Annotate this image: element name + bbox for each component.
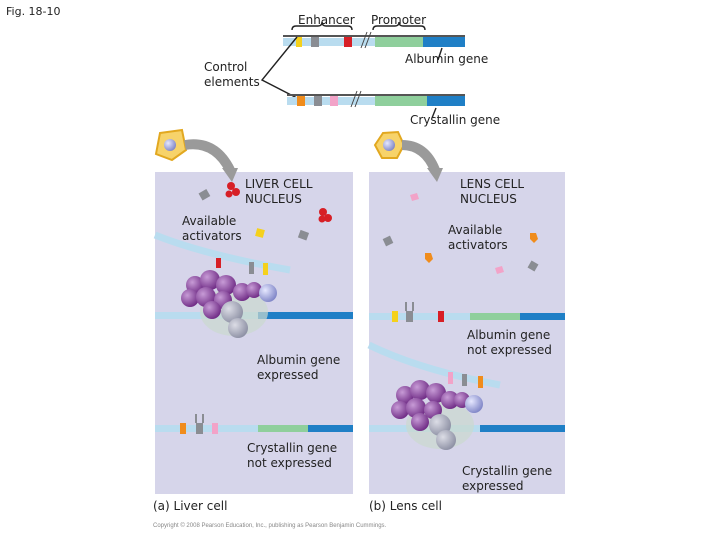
- liver-nucleus-panel: [155, 172, 353, 494]
- figure-label: Fig. 18-10: [6, 5, 61, 18]
- lens-arrow: [401, 140, 440, 173]
- lens-cell-icon: [373, 130, 406, 159]
- lens-activators-label: Available activators: [448, 223, 508, 252]
- albumin-gene-label: Albumin gene: [405, 52, 489, 66]
- copyright: Copyright © 2008 Pearson Education, Inc.…: [153, 523, 387, 529]
- liver-nucleus-label: LIVER CELL NUCLEUS: [245, 177, 313, 206]
- lens-crystallin-label: Crystallin gene expressed: [462, 464, 553, 493]
- liver-arrow: [184, 139, 235, 173]
- liver-cell-icon: [154, 128, 188, 162]
- lens-activators: [382, 193, 539, 274]
- crystallin-gene-label: Crystallin gene: [410, 113, 501, 127]
- lens-nucleus-label: LENS CELL NUCLEUS: [460, 177, 525, 206]
- liver-albumin-expressed: [153, 231, 353, 338]
- lens-nucleus-panel: [369, 172, 565, 494]
- liver-activators: [198, 182, 332, 241]
- crystallin-dna-top: [287, 90, 465, 119]
- control-elements-pointer: [260, 36, 298, 99]
- liver-albumin-label: Albumin gene expressed: [257, 353, 341, 382]
- liver-crystallin-label: Crystallin gene not expressed: [247, 441, 338, 470]
- promoter-label: Promoter: [371, 13, 427, 27]
- liver-activators-label: Available activators: [182, 214, 242, 243]
- lens-caption: (b) Lens cell: [369, 499, 442, 513]
- control-elements-label: Control elements: [204, 60, 260, 89]
- lens-albumin-dna: [369, 302, 565, 322]
- albumin-dna-top: [283, 21, 465, 61]
- enhancer-label: Enhancer: [298, 13, 355, 27]
- liver-crystallin-dna: [155, 414, 353, 434]
- liver-caption: (a) Liver cell: [153, 499, 228, 513]
- lens-crystallin-expressed: [367, 341, 565, 450]
- lens-albumin-label: Albumin gene not expressed: [467, 328, 552, 357]
